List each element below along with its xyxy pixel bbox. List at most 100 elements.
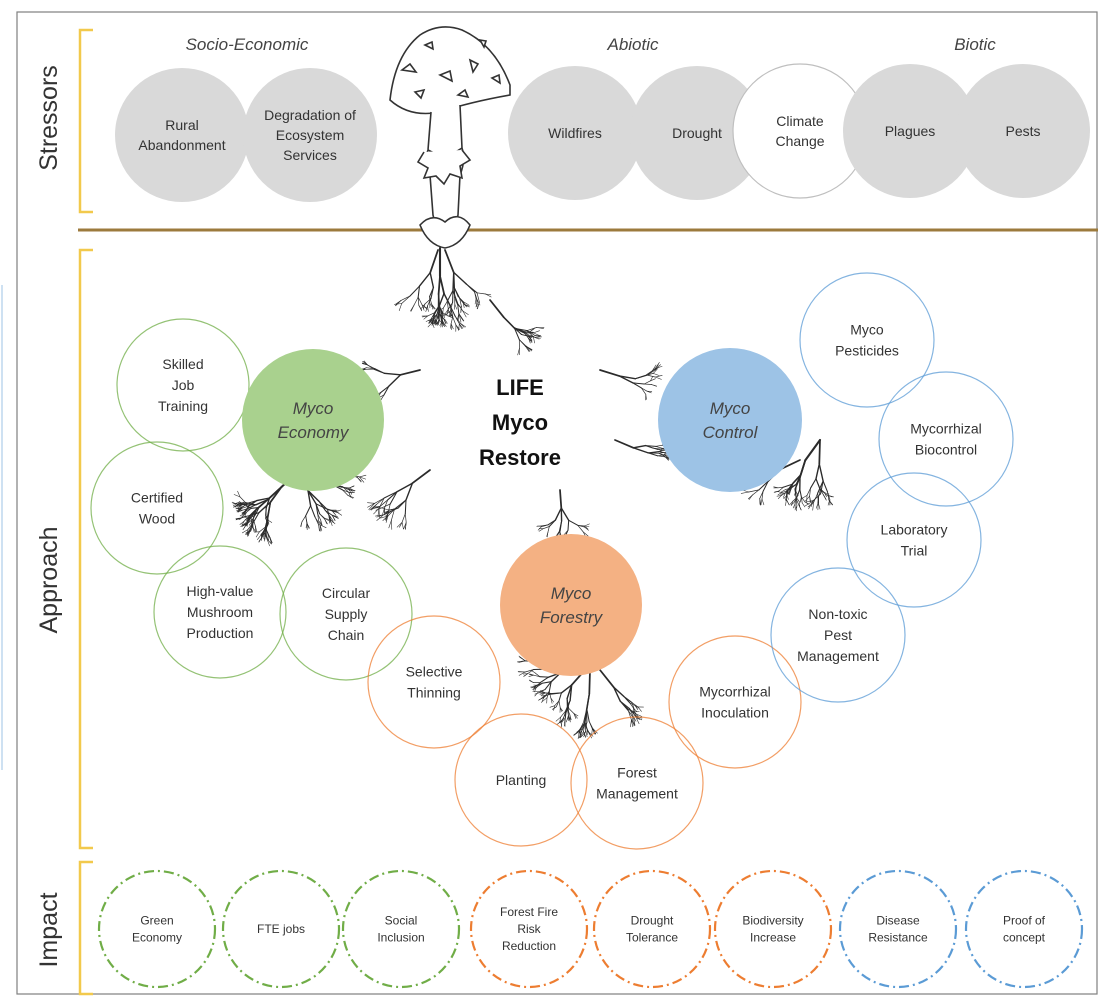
root-strand: [259, 526, 266, 533]
root-strand: [824, 492, 827, 498]
approach-item-shape: [770, 567, 906, 703]
root-strand: [396, 482, 414, 493]
root-strand: [529, 328, 535, 332]
root-strand: [518, 655, 526, 662]
stressor-drought: Drought: [630, 66, 764, 200]
root-strand: [533, 674, 541, 678]
root-strand: [789, 500, 794, 505]
root-strand: [658, 452, 666, 456]
group-heading-abiotic: Abiotic: [606, 35, 659, 54]
root-strand: [646, 368, 656, 376]
root-strand: [319, 524, 327, 529]
root-strand: [441, 312, 444, 319]
root-strand: [623, 695, 633, 703]
root-strand: [782, 492, 786, 498]
root-strand: [561, 717, 566, 723]
root-strand: [542, 681, 552, 684]
root-strand: [534, 686, 537, 693]
approach-item-shape: [846, 472, 982, 608]
root-strand: [260, 534, 264, 540]
impact-label: Reduction: [502, 939, 556, 953]
approach-item-planting: Planting: [454, 713, 588, 847]
root-strand: [462, 301, 465, 309]
root-strand: [435, 319, 437, 325]
root-strand: [547, 526, 550, 533]
impact-label: Increase: [750, 931, 796, 945]
root-strand: [584, 708, 588, 723]
root-strand: [446, 309, 449, 316]
root-strand: [376, 514, 385, 521]
pillar-shape: [500, 534, 642, 676]
root-strand: [573, 730, 581, 736]
root-strand: [264, 516, 269, 528]
root-strand: [801, 496, 806, 503]
approach-item-shape: [878, 371, 1014, 507]
root-strand: [443, 318, 446, 324]
approach-item-label: Selective: [406, 663, 463, 679]
root-strand: [405, 482, 414, 501]
approach-item-shape: [668, 635, 802, 769]
root-strand: [367, 364, 375, 370]
root-strand: [817, 496, 819, 504]
root-strand: [792, 496, 798, 502]
root-strand: [246, 517, 252, 524]
root-strand: [645, 394, 647, 400]
root-strand: [586, 708, 590, 722]
root-strand: [249, 512, 254, 519]
stressor-label: Drought: [672, 125, 722, 141]
root-strand: [347, 488, 353, 492]
root-strand: [525, 346, 533, 350]
root-strand: [777, 492, 783, 496]
root-strand: [474, 291, 478, 301]
root-strand: [449, 305, 454, 318]
root-strand: [342, 489, 349, 496]
group-heading-biotic: Biotic: [954, 35, 996, 54]
approach-item-shape: [454, 713, 588, 847]
root-strand: [307, 489, 312, 507]
root-strand: [809, 487, 811, 497]
bracket-impact: [78, 860, 93, 996]
root-strand: [437, 319, 440, 326]
root-strand: [256, 497, 271, 502]
root-strand: [241, 505, 250, 509]
root-strand: [452, 289, 459, 304]
root-strand: [238, 509, 243, 512]
root-strand: [658, 451, 668, 454]
root-strand: [423, 315, 429, 320]
root-strand: [584, 523, 590, 527]
stressor-label: Ecosystem: [276, 127, 344, 143]
root-strand: [541, 524, 549, 527]
root-strand: [588, 720, 594, 729]
root-strand: [258, 501, 272, 514]
root-strand: [475, 299, 478, 308]
impact-label: Resistance: [868, 931, 928, 945]
approach-item-label: Laboratory: [881, 521, 948, 537]
stressor-label: Change: [775, 133, 824, 149]
root-strand: [645, 445, 657, 447]
root-strand: [786, 494, 789, 500]
root-strand: [533, 336, 535, 344]
root-strand: [388, 519, 392, 529]
root-strand: [418, 304, 423, 311]
root-strand: [429, 319, 435, 323]
root-strand: [568, 519, 579, 526]
root-strand: [476, 292, 486, 295]
root-strand: [331, 509, 335, 514]
root-strand: [465, 283, 478, 294]
root-strand: [583, 730, 587, 738]
root-strand: [476, 292, 480, 303]
root-strand: [801, 502, 806, 508]
root-strand: [558, 700, 561, 708]
root-strand: [439, 292, 445, 306]
root-strand: [631, 719, 635, 726]
root-strand: [398, 303, 403, 312]
